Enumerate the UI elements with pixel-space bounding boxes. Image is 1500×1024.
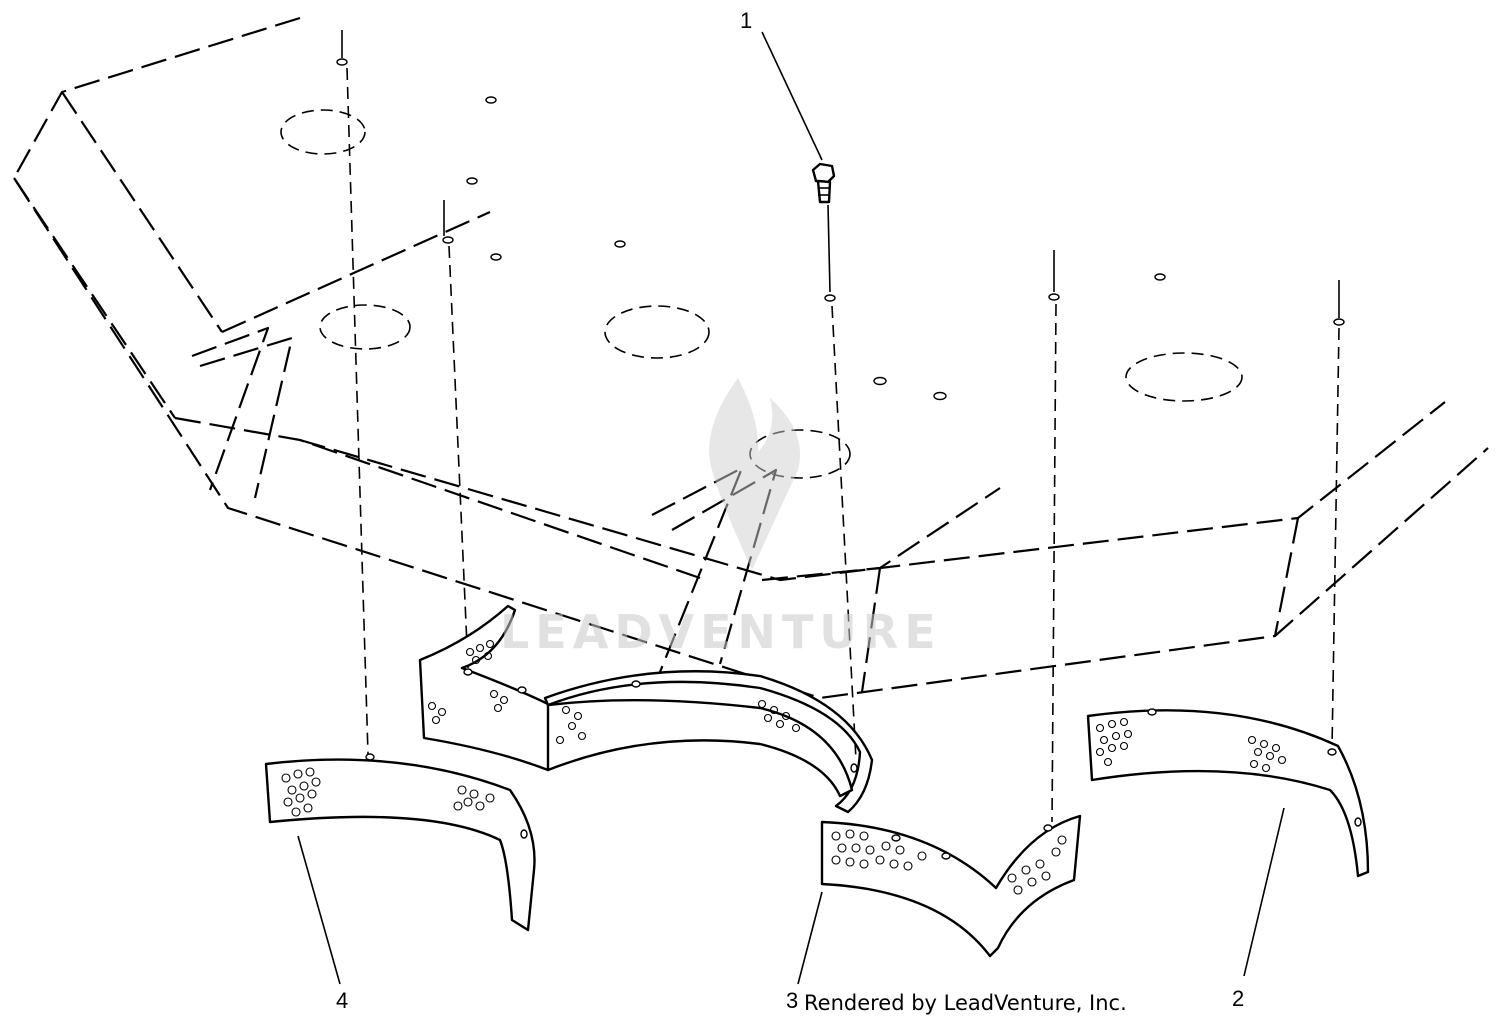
callout-4: 4	[336, 988, 348, 1013]
baffle-left-part	[264, 753, 536, 932]
leader-lines	[297, 31, 1285, 985]
perforation-pattern	[281, 767, 495, 817]
mower-deck-outline	[12, 16, 1489, 700]
flame-logo-icon	[709, 378, 801, 570]
baffle-center-part	[418, 604, 1082, 958]
perforation-pattern	[427, 639, 1067, 895]
watermark-text: LEADVENTURE	[500, 605, 942, 659]
perforation-pattern	[1095, 717, 1287, 773]
callout-3: 3	[786, 988, 798, 1013]
baffle-right-part	[1086, 708, 1370, 878]
render-credit: Rendered by LeadVenture, Inc.	[804, 991, 1127, 1015]
callout-labels: 1 2 3 4	[336, 8, 1244, 1013]
callout-2: 2	[1232, 986, 1244, 1011]
watermark: LEADVENTURE	[500, 378, 942, 659]
assembly-lines	[341, 30, 1340, 823]
callout-1: 1	[740, 8, 752, 33]
bolt-part	[811, 162, 836, 204]
